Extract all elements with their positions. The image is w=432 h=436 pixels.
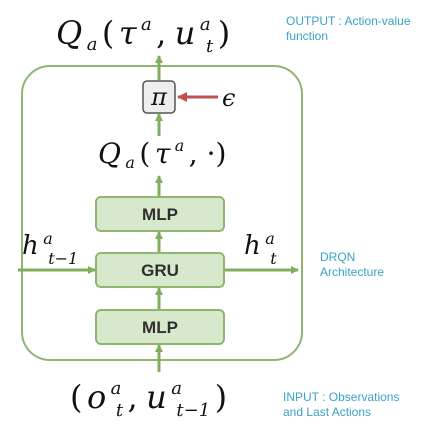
hidden-out-label: h a t: [244, 229, 279, 268]
input-obs-sup: a: [111, 378, 122, 399]
svg-text:Q a ( τ: Q a ( τ a , u a t ): [56, 14, 230, 57]
mlp-top-label: MLP: [142, 205, 178, 224]
input-note-line1: INPUT : Observations: [283, 390, 400, 404]
output-func: Q: [56, 14, 82, 52]
svg-text:h a t−1: h a t−1: [22, 229, 78, 268]
output-expression: Q a ( τ a , u a t ): [56, 14, 230, 57]
input-expression: ( o a t , u a t−1 ): [70, 378, 227, 421]
svg-text:( o a t: ( o a t , u a t−1 ): [70, 378, 227, 421]
architecture-note-line1: DRQN: [320, 250, 356, 264]
input-act: u: [146, 378, 167, 416]
input-act-sub: t−1: [176, 400, 210, 421]
hidden-in-label: h a t−1: [22, 229, 78, 268]
output-tau-sup: a: [141, 14, 152, 35]
q-tau-sup: a: [175, 136, 185, 155]
architecture-note-line2: Architecture: [320, 265, 385, 279]
svg-text:h a t: h a t: [244, 229, 279, 268]
q-intermediate-expression: Q a ( τ a , ·): [98, 136, 226, 172]
output-u: u: [175, 14, 196, 52]
output-u-sub: t: [206, 36, 214, 57]
drqn-frame: [21, 65, 303, 361]
q-func-sub: a: [125, 153, 135, 172]
q-tau: τ: [155, 137, 171, 170]
gru-label: GRU: [141, 261, 179, 280]
svg-text:Q a ( τ: Q a ( τ a , ·): [98, 136, 226, 172]
output-tau: τ: [119, 14, 138, 52]
epsilon-symbol: ϵ: [222, 84, 235, 112]
architecture-note: DRQN Architecture: [320, 250, 384, 280]
q-func: Q: [98, 137, 121, 170]
q-rest: , ·): [189, 137, 227, 170]
output-func-sub: a: [87, 34, 98, 55]
output-comma: ,: [156, 14, 166, 52]
output-note: OUTPUT : Action-value function: [286, 14, 411, 44]
input-act-sup: a: [171, 378, 182, 399]
input-obs: o: [87, 378, 106, 416]
input-obs-sub: t: [116, 400, 124, 421]
input-note-line2: and Last Actions: [283, 405, 372, 419]
mlp-bottom-label: MLP: [142, 318, 178, 337]
input-comma: ,: [128, 378, 138, 416]
pi-symbol: π: [150, 83, 168, 111]
output-note-line2: function: [286, 29, 329, 43]
output-note-line1: OUTPUT : Action-value: [286, 14, 411, 28]
output-u-sup: a: [200, 14, 211, 35]
input-note: INPUT : Observations and Last Actions: [283, 390, 399, 420]
